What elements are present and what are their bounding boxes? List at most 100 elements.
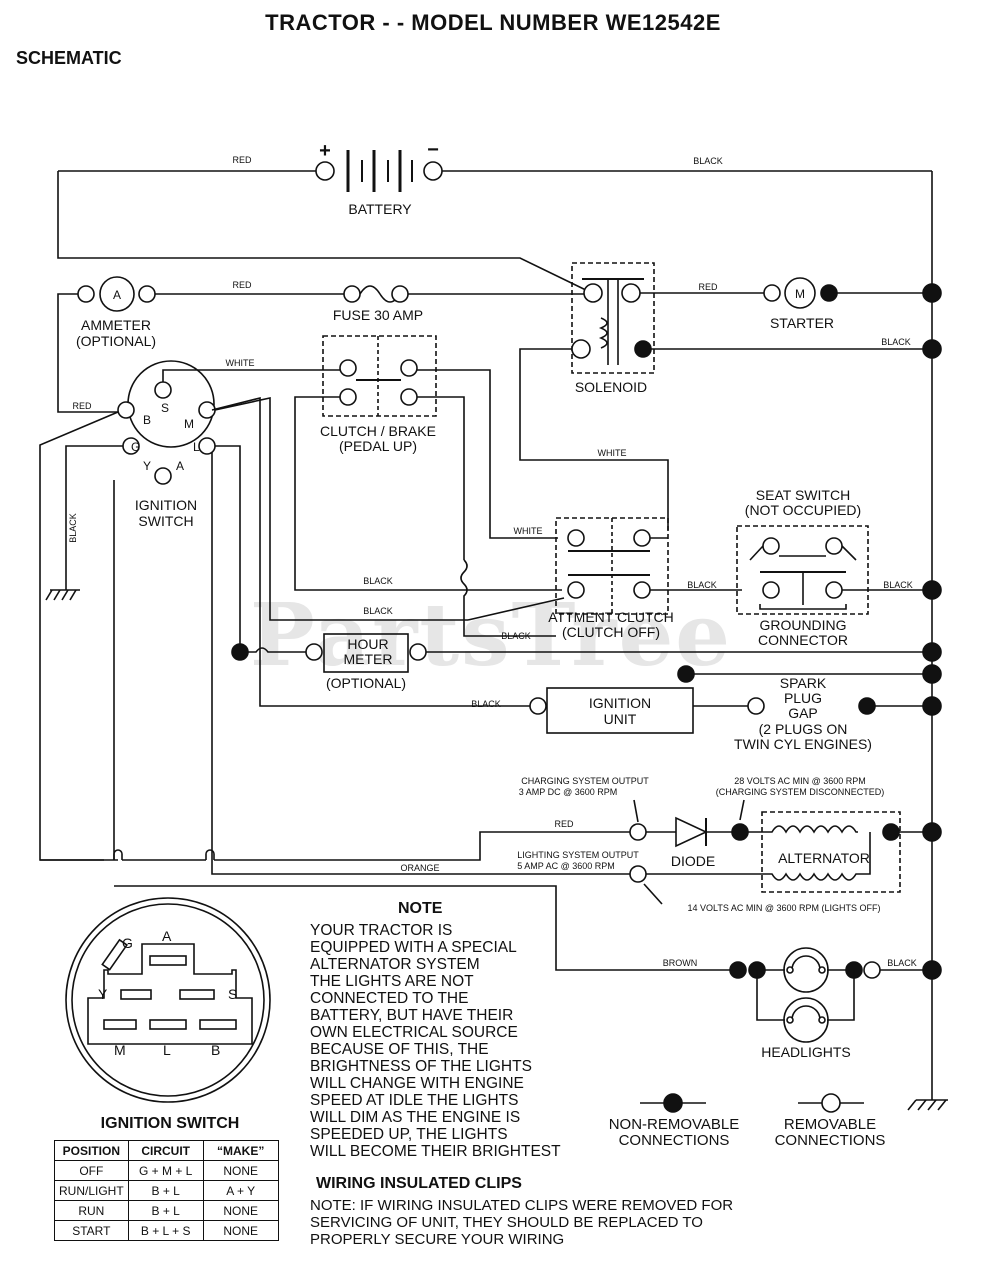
ammeter-optional-label: (OPTIONAL) <box>76 333 156 349</box>
ignition-unit: IGNITION UNIT <box>529 687 694 734</box>
table-row: OFF G + M + L NONE <box>54 1160 279 1181</box>
volts28-label: 28 VOLTS AC MIN @ 3600 RPM <box>734 776 866 786</box>
svg-text:BLACK: BLACK <box>68 513 78 543</box>
ignition-switch-face: G A Y S M L B <box>65 897 271 1103</box>
table-cell: RUN/LIGHT <box>54 1180 129 1201</box>
face-y: Y <box>98 986 108 1002</box>
svg-text:RED: RED <box>72 401 92 411</box>
attachment-clutch-switch: ATTMENT CLUTCH (CLUTCH OFF) <box>548 517 674 640</box>
note-line: OWN ELECTRICAL SOURCE <box>310 1024 518 1041</box>
svg-text:RED: RED <box>698 282 718 292</box>
hour-meter-sublabel: METER <box>344 651 393 667</box>
note-line: WILL DIM AS THE ENGINE IS <box>310 1109 521 1126</box>
clips-body: NOTE: IF WIRING INSULATED CLIPS WERE REM… <box>310 1197 733 1248</box>
battery-plus-label: + <box>319 140 331 162</box>
legend-removable: REMOVABLE CONNECTIONS <box>760 1117 900 1149</box>
spark-label: SPARK <box>780 675 827 691</box>
legend-label: NON-REMOVABLE <box>608 1116 740 1133</box>
ammeter-label: AMMETER <box>81 317 151 333</box>
ignition-switch-label: IGNITION <box>135 497 197 513</box>
table-cell: START <box>54 1220 129 1241</box>
terminal-l: L <box>193 440 200 454</box>
face-a: A <box>162 928 172 944</box>
svg-text:BROWN: BROWN <box>663 958 698 968</box>
note-line: BECAUSE OF THIS, THE <box>310 1041 489 1058</box>
legend-symbols <box>640 1093 864 1113</box>
charging-output-label: CHARGING SYSTEM OUTPUT <box>521 776 649 786</box>
svg-text:WHITE: WHITE <box>226 358 255 368</box>
clips-title: WIRING INSULATED CLIPS <box>316 1175 522 1192</box>
clips-line: NOTE: IF WIRING INSULATED CLIPS WERE REM… <box>310 1197 734 1214</box>
ignition-unit-sublabel: UNIT <box>604 711 637 727</box>
table-row: RUN/LIGHT B + L A + Y <box>54 1180 279 1201</box>
table-cell: B + L <box>127 1180 204 1201</box>
table-cell: G + M + L <box>127 1160 204 1181</box>
svg-text:RED: RED <box>232 280 252 290</box>
hour-meter-optional: (OPTIONAL) <box>326 675 406 691</box>
svg-text:BLACK: BLACK <box>881 337 911 347</box>
fuse-label: FUSE 30 AMP <box>333 307 423 323</box>
face-b: B <box>211 1042 220 1058</box>
solenoid: SOLENOID <box>571 262 655 395</box>
ignition-switch-sublabel: SWITCH <box>138 513 193 529</box>
solenoid-label: SOLENOID <box>575 379 647 395</box>
legend-label: CONNECTIONS <box>618 1132 730 1149</box>
grounding-connector-label: GROUNDING <box>759 617 846 633</box>
seat-switch: SEAT SWITCH (NOT OCCUPIED) <box>736 487 869 615</box>
face-l: L <box>163 1042 171 1058</box>
ground-node <box>922 283 942 303</box>
alternator-label: ALTERNATOR <box>778 850 870 866</box>
ammeter: A AMMETER (OPTIONAL) <box>57 276 156 400</box>
ground-node <box>922 339 942 359</box>
spark-plug-label: PLUG <box>784 690 822 706</box>
headlights: HEADLIGHTS <box>729 947 881 1060</box>
svg-text:BLACK: BLACK <box>363 606 393 616</box>
note-line: CONNECTED TO THE <box>310 990 469 1007</box>
note-line: SPEED AT IDLE THE LIGHTS <box>310 1092 519 1109</box>
terminal-a: A <box>176 459 184 473</box>
fuse: FUSE 30 AMP <box>333 285 423 323</box>
table-header: POSITION <box>54 1140 129 1161</box>
legend-label: REMOVABLE <box>783 1116 877 1133</box>
note-body: YOUR TRACTOR IS EQUIPPED WITH A SPECIAL … <box>310 922 610 1160</box>
terminal-y: Y <box>143 459 151 473</box>
table-cell: NONE <box>202 1220 279 1241</box>
volts14-label: 14 VOLTS AC MIN @ 3600 RPM (LIGHTS OFF) <box>687 903 880 913</box>
terminal-g: G <box>131 440 140 454</box>
note-line: BATTERY, BUT HAVE THEIR <box>310 1007 514 1024</box>
attachment-clutch-label: ATTMENT CLUTCH <box>548 609 673 625</box>
hour-meter: HOUR METER (OPTIONAL) <box>231 633 427 691</box>
note-title: NOTE <box>398 900 443 917</box>
table-header: CIRCUIT <box>127 1140 204 1161</box>
note-line: THE LIGHTS ARE NOT <box>310 973 474 990</box>
note-line: WILL CHANGE WITH ENGINE <box>310 1075 524 1092</box>
svg-text:WHITE: WHITE <box>514 526 543 536</box>
table-cell: B + L <box>127 1200 204 1221</box>
battery-minus-label: − <box>427 139 439 161</box>
volts28-sublabel: (CHARGING SYSTEM DISCONNECTED) <box>716 787 885 797</box>
svg-text:WHITE: WHITE <box>598 448 627 458</box>
svg-text:BLACK: BLACK <box>471 699 501 709</box>
terminal-b: B <box>143 413 151 427</box>
charging-output-value: 3 AMP DC @ 3600 RPM <box>519 787 618 797</box>
svg-text:BLACK: BLACK <box>687 580 717 590</box>
clutch-brake-switch: CLUTCH / BRAKE (PEDAL UP) <box>320 335 437 454</box>
page-subtitle: SCHEMATIC <box>16 48 122 68</box>
seat-switch-sublabel: (NOT OCCUPIED) <box>745 502 861 518</box>
battery: + − BATTERY RED BLACK <box>58 139 932 217</box>
ground-node <box>922 580 942 600</box>
alternator: ALTERNATOR <box>642 811 901 893</box>
legend-non-removable: NON-REMOVABLE CONNECTIONS <box>594 1117 754 1149</box>
clips-line: PROPERLY SECURE YOUR WIRING <box>310 1231 565 1248</box>
starter-symbol: M <box>795 287 805 301</box>
spark-note-2: TWIN CYL ENGINES) <box>734 736 872 752</box>
svg-text:BLACK: BLACK <box>887 958 917 968</box>
wire-label-black: BLACK <box>693 156 723 166</box>
starter: M STARTER <box>763 277 838 331</box>
spark-note-1: (2 PLUGS ON <box>759 721 848 737</box>
legend-label: CONNECTIONS <box>774 1132 886 1149</box>
note-line: BRIGHTNESS OF THE LIGHTS <box>310 1058 532 1075</box>
face-s: S <box>228 986 237 1002</box>
headlights-label: HEADLIGHTS <box>761 1044 850 1060</box>
